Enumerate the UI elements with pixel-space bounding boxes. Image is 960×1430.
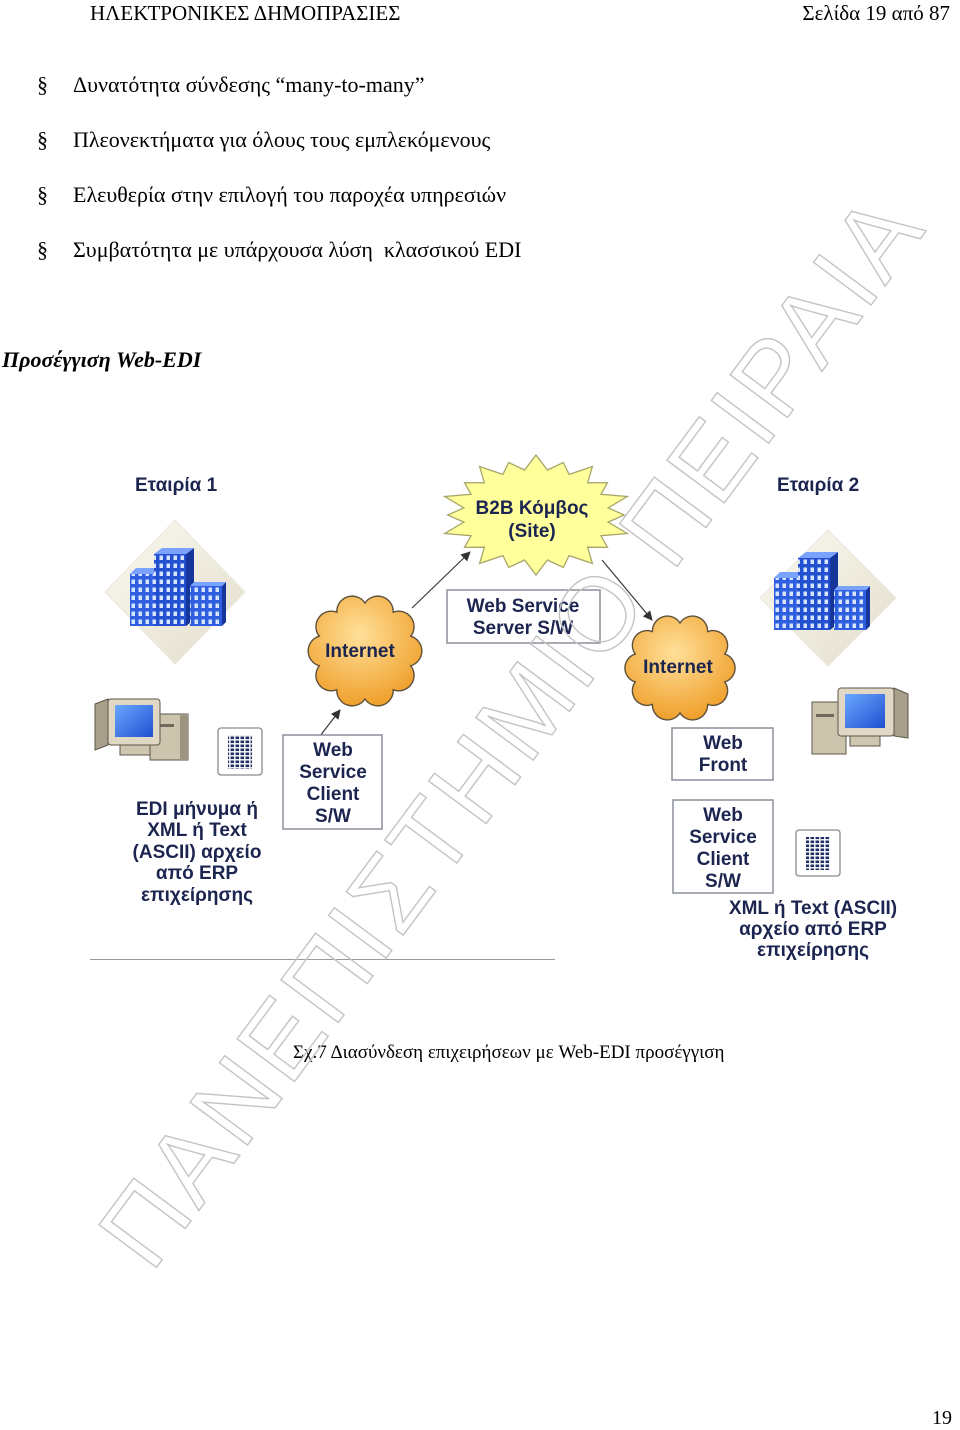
web-service-client-box-left [282, 734, 383, 830]
arrow-hub-to-cloud [601, 559, 653, 621]
hub-sublabel: (Site) [508, 521, 556, 542]
web-service-client-box-right [672, 799, 774, 894]
client-box-line: Service [689, 827, 757, 848]
note-right-line: XML ή Text (ASCII) [729, 898, 897, 919]
arrow-client-to-cloud [319, 709, 341, 737]
client-box-line: S/W [705, 871, 741, 892]
bullet-marker: § [37, 72, 48, 97]
internet-label-left: Internet [325, 641, 395, 662]
arrow-cloud-to-hub [411, 551, 471, 609]
note-right-line: επιχείρησης [757, 940, 869, 961]
document-icon [795, 829, 841, 877]
web-front-box [671, 727, 774, 781]
document-icon [217, 727, 263, 776]
bullet-marker: § [37, 127, 48, 152]
company-1-label: Εταιρία 1 [135, 475, 218, 496]
computer-icon [94, 698, 189, 761]
client-box-line: Web [313, 740, 353, 761]
front-box-line: Front [699, 755, 748, 776]
note-left-line: EDI μήνυμα ή [136, 799, 258, 820]
client-box-line: Web [703, 805, 743, 826]
running-header-page-label: Σελίδα 19 από 87 [802, 1, 950, 25]
note-left-line: XML ή Text [147, 820, 247, 841]
web-edi-diagram: Εταιρία 1 Εταιρία 2 B2B Κόμβος (Site) We… [94, 453, 909, 961]
client-box-line: S/W [315, 806, 351, 827]
server-box-line: Web Service [467, 596, 580, 617]
page-number: 19 [932, 1407, 952, 1429]
bullet-text: Συμβατότητα με υπάρχουσα λύση κλασσικού … [73, 237, 522, 262]
internet-cloud-right-icon [624, 615, 736, 721]
bullet-marker: § [37, 182, 48, 207]
bullet-marker: § [37, 237, 48, 262]
client-box-line: Client [307, 784, 360, 805]
bullet-text: Δυνατότητα σύνδεσης “many-to-many” [73, 72, 425, 97]
internet-cloud-left-icon [307, 595, 423, 707]
note-right-line: αρχείο από ERP [739, 919, 887, 940]
client-box-line: Service [299, 762, 367, 783]
internet-label-right: Internet [643, 657, 713, 678]
bullet-text: Πλεονεκτήματα για όλους τους εμπλεκόμενο… [73, 127, 491, 152]
hub-label: B2B Κόμβος [476, 498, 589, 519]
bullet-text: Ελευθερία στην επιλογή του παροχέα υπηρε… [73, 182, 507, 207]
web-service-server-box [446, 589, 601, 644]
server-box-line: Server S/W [473, 618, 573, 639]
client-box-line: Client [697, 849, 750, 870]
note-left-line: από ERP [156, 863, 239, 884]
running-header-title: ΗΛΕΚΤΡΟΝΙΚΕΣ ΔΗΜΟΠΡΑΣΙΕΣ [90, 1, 401, 25]
computer-icon [811, 687, 909, 755]
company-2-label: Εταιρία 2 [777, 475, 859, 496]
figure-caption: Σχ.7 Διασύνδεση επιχειρήσεων με Web-EDI … [293, 1042, 725, 1063]
figure-rule [90, 959, 555, 960]
front-box-line: Web [703, 733, 743, 754]
note-left-line: (ASCII) αρχείο [133, 842, 262, 863]
note-left-line: επιχείρησης [141, 885, 253, 906]
section-heading: Προσέγγιση Web-EDI [2, 347, 202, 372]
b2b-hub-starburst-icon [442, 453, 630, 577]
